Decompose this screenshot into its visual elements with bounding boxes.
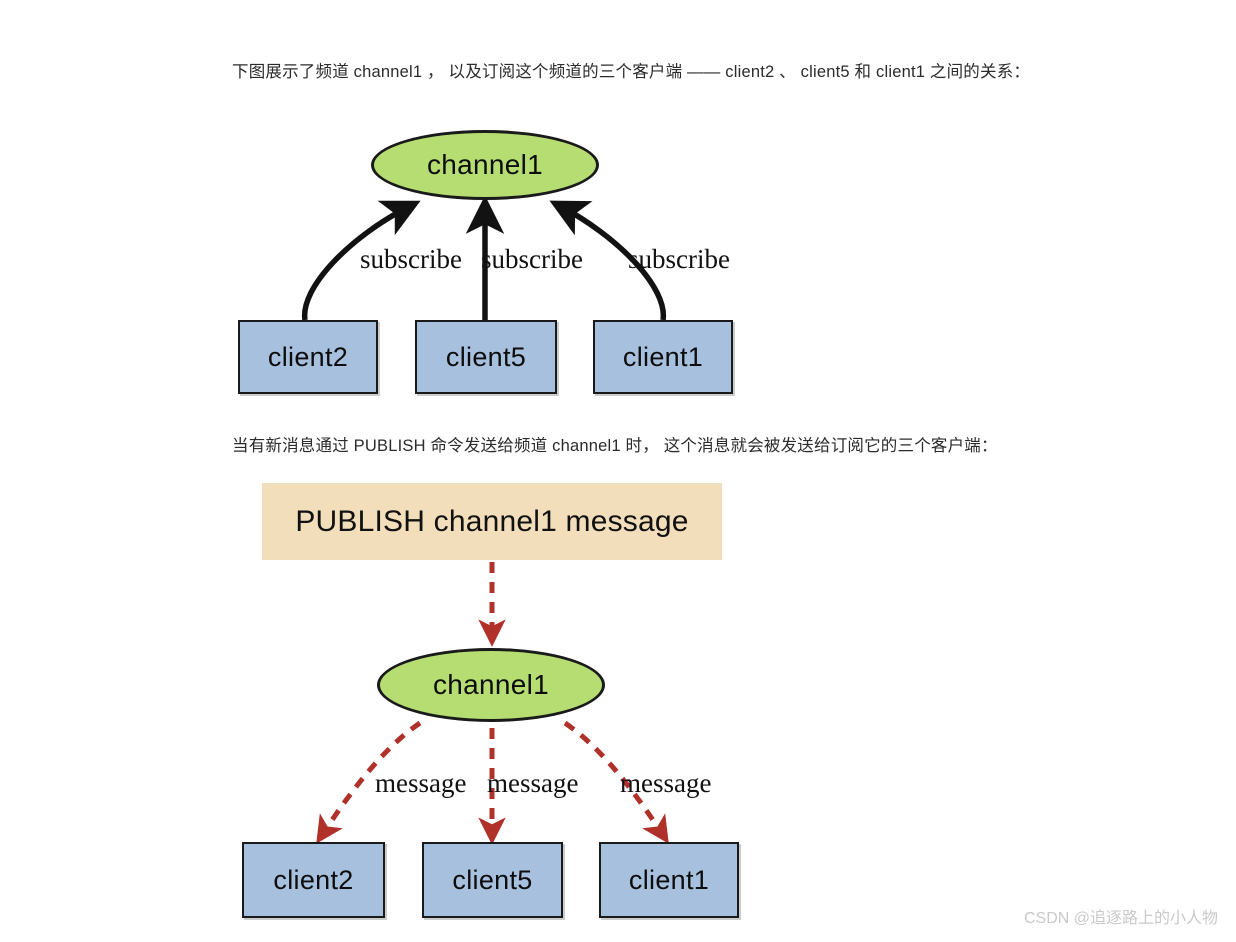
edge-label-message-1: message bbox=[375, 768, 467, 798]
edge-label-subscribe-1: subscribe bbox=[360, 244, 462, 274]
caption-subscribe-description: 下图展示了频道 channel1 ， 以及订阅这个频道的三个客户端 —— cli… bbox=[232, 63, 1031, 81]
edge-label-subscribe-2: subscribe bbox=[481, 244, 583, 274]
edge-label-message-3: message bbox=[620, 768, 712, 798]
client-node-client2-publish[interactable]: client2 bbox=[242, 842, 385, 918]
publish-command-box[interactable]: PUBLISH channel1 message bbox=[262, 483, 722, 560]
client-node-client2-subscribe[interactable]: client2 bbox=[238, 320, 378, 394]
edge-label-subscribe-3: subscribe bbox=[628, 244, 730, 274]
edge-label-message-2: message bbox=[487, 768, 579, 798]
client-node-client1-publish[interactable]: client1 bbox=[599, 842, 739, 918]
client-node-client5-publish[interactable]: client5 bbox=[422, 842, 563, 918]
caption-publish-description: 当有新消息通过 PUBLISH 命令发送给频道 channel1 时， 这个消息… bbox=[232, 437, 998, 455]
channel-node-publish[interactable]: channel1 bbox=[377, 648, 605, 722]
client-node-client5-subscribe[interactable]: client5 bbox=[415, 320, 557, 394]
channel-node-subscribe[interactable]: channel1 bbox=[371, 130, 599, 200]
client-node-client1-subscribe[interactable]: client1 bbox=[593, 320, 733, 394]
csdn-watermark: CSDN @追逐路上的小人物 bbox=[1023, 910, 1218, 927]
